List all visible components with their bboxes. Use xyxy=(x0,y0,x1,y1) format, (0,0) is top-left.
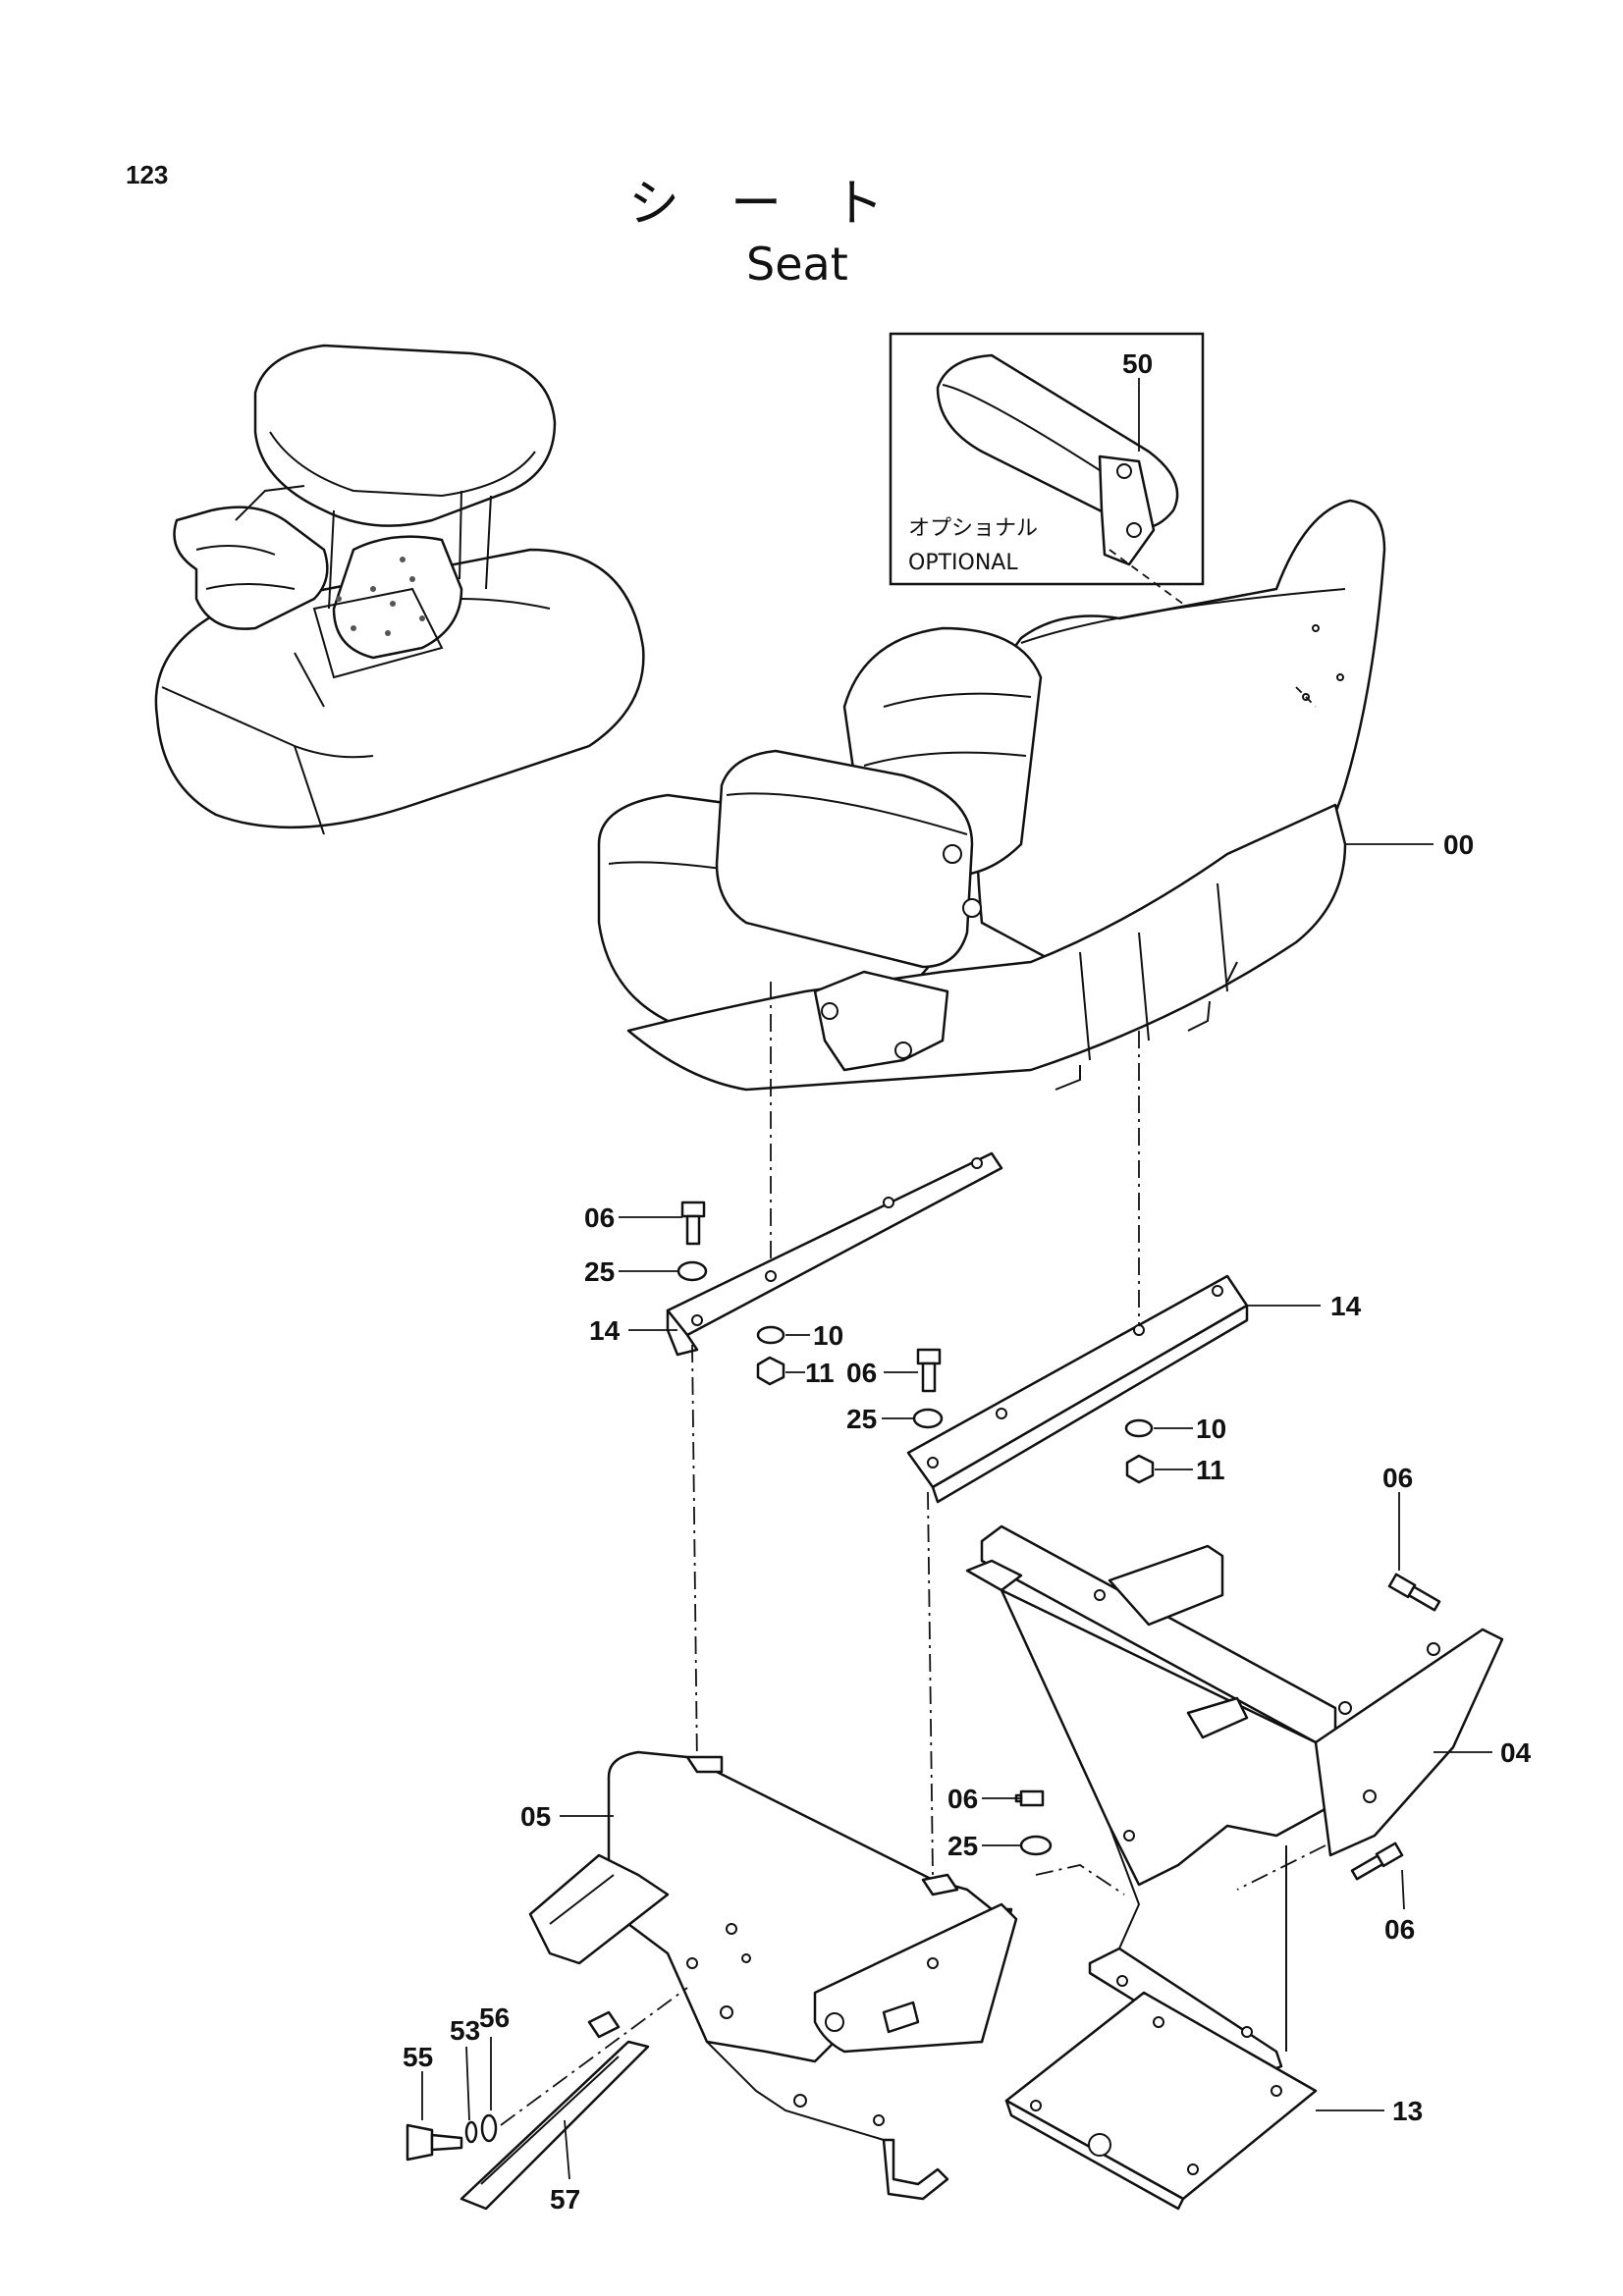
nut-11-right xyxy=(1125,1454,1155,1484)
callout-11-left: 11 xyxy=(805,1358,835,1388)
callout-06-right-top: 06 xyxy=(1382,1463,1413,1493)
bolt-right-bottom xyxy=(1350,1842,1404,1881)
washer-25-lower-mid xyxy=(1019,1835,1053,1856)
title-japanese: シ ー ト xyxy=(628,175,884,234)
bolt-right-top xyxy=(1387,1573,1441,1612)
spring-washer-53 xyxy=(464,2120,478,2144)
callout-53: 53 xyxy=(450,2015,480,2046)
callout-57: 57 xyxy=(550,2184,580,2215)
seat-assembly xyxy=(597,499,1386,1092)
callout-13: 13 xyxy=(1392,2096,1423,2126)
wing-bolt-55 xyxy=(406,2123,463,2162)
washer-25-top-mid xyxy=(912,1408,944,1429)
callout-50: 50 xyxy=(1122,348,1153,379)
rail-right xyxy=(906,1274,1249,1504)
callout-11-right: 11 xyxy=(1196,1455,1225,1485)
nut-11-left xyxy=(756,1356,785,1386)
stand-right xyxy=(965,1524,1504,2078)
callout-10-left: 10 xyxy=(813,1320,843,1351)
callout-56: 56 xyxy=(479,2002,510,2033)
washer-10-right xyxy=(1124,1418,1154,1438)
page-number: 123 xyxy=(126,160,168,189)
callout-06-lower-mid: 06 xyxy=(947,1784,978,1814)
rail-left xyxy=(666,1151,1003,1357)
callout-55: 55 xyxy=(403,2042,433,2072)
washer-10-left xyxy=(756,1325,785,1345)
callout-25-top-left: 25 xyxy=(584,1256,615,1287)
callout-25-lower-mid: 25 xyxy=(947,1831,978,1861)
bolt-top-mid xyxy=(916,1348,942,1393)
washer-56 xyxy=(480,2113,498,2143)
callout-25-top-mid: 25 xyxy=(846,1404,877,1434)
plate xyxy=(1004,1991,1318,2211)
callout-14-left: 14 xyxy=(589,1315,621,1346)
callout-14-right: 14 xyxy=(1330,1291,1362,1321)
callout-06-right-bottom: 06 xyxy=(1384,1914,1415,1945)
optional-label-jp: オプショナル xyxy=(908,516,1038,541)
optional-label-en: OPTIONAL xyxy=(908,551,1018,575)
callout-06-top-mid: 06 xyxy=(846,1358,877,1388)
title-english: Seat xyxy=(746,238,848,291)
callout-05: 05 xyxy=(520,1801,551,1832)
cover-57 xyxy=(460,2010,650,2211)
machine-overview-illustration xyxy=(154,344,645,835)
callout-10-right: 10 xyxy=(1196,1414,1226,1444)
callout-00: 00 xyxy=(1443,829,1474,860)
callout-04: 04 xyxy=(1500,1737,1532,1768)
bolt-top-left xyxy=(680,1201,706,1246)
optional-inset-box: 50 オプショナル OPTIONAL xyxy=(889,332,1205,586)
washer-25-top-left xyxy=(676,1260,708,1282)
callout-06-top-left: 06 xyxy=(584,1202,615,1233)
stand-left xyxy=(528,1750,1018,2201)
